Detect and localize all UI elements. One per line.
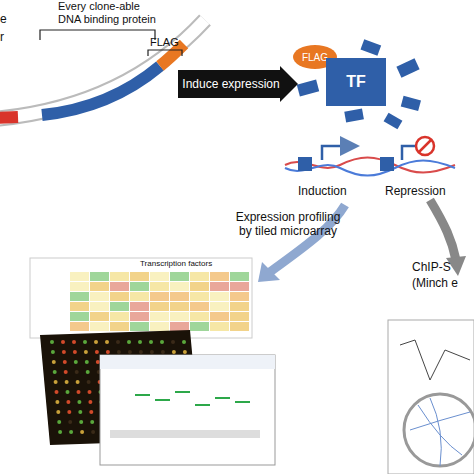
protein-box: TF — [326, 58, 386, 106]
bracket — [40, 30, 155, 40]
plasmid — [0, 20, 205, 120]
node-text: FLAG — [302, 52, 328, 63]
node-text: Induce expression — [182, 77, 293, 91]
text-label: e — [0, 12, 14, 26]
text-label: Transcription factors — [140, 259, 250, 269]
flow-arrow — [430, 200, 456, 260]
dna-strand — [285, 137, 455, 176]
text-label: FLAG — [150, 36, 190, 49]
expression-table — [30, 258, 252, 338]
node-text: TF — [346, 73, 366, 91]
text-label: Induction — [298, 184, 368, 198]
text-label: ChIP-S — [412, 260, 474, 274]
text-label: r — [0, 30, 14, 44]
profile-chart — [100, 355, 275, 465]
text-label: Expression profiling by tiled microarray — [228, 210, 348, 238]
arrow-box: Induce expression — [178, 66, 298, 102]
protein-fragments — [297, 39, 421, 129]
text-label: Every clone-able DNA binding protein — [58, 0, 158, 26]
chip-plot — [388, 320, 474, 474]
flow-arrow-head — [258, 262, 280, 282]
text-label: Repression — [385, 184, 465, 198]
bracket — [148, 50, 182, 56]
text-label: (Minch e — [412, 276, 474, 290]
node-outline — [326, 58, 386, 106]
node-outline — [178, 66, 298, 102]
